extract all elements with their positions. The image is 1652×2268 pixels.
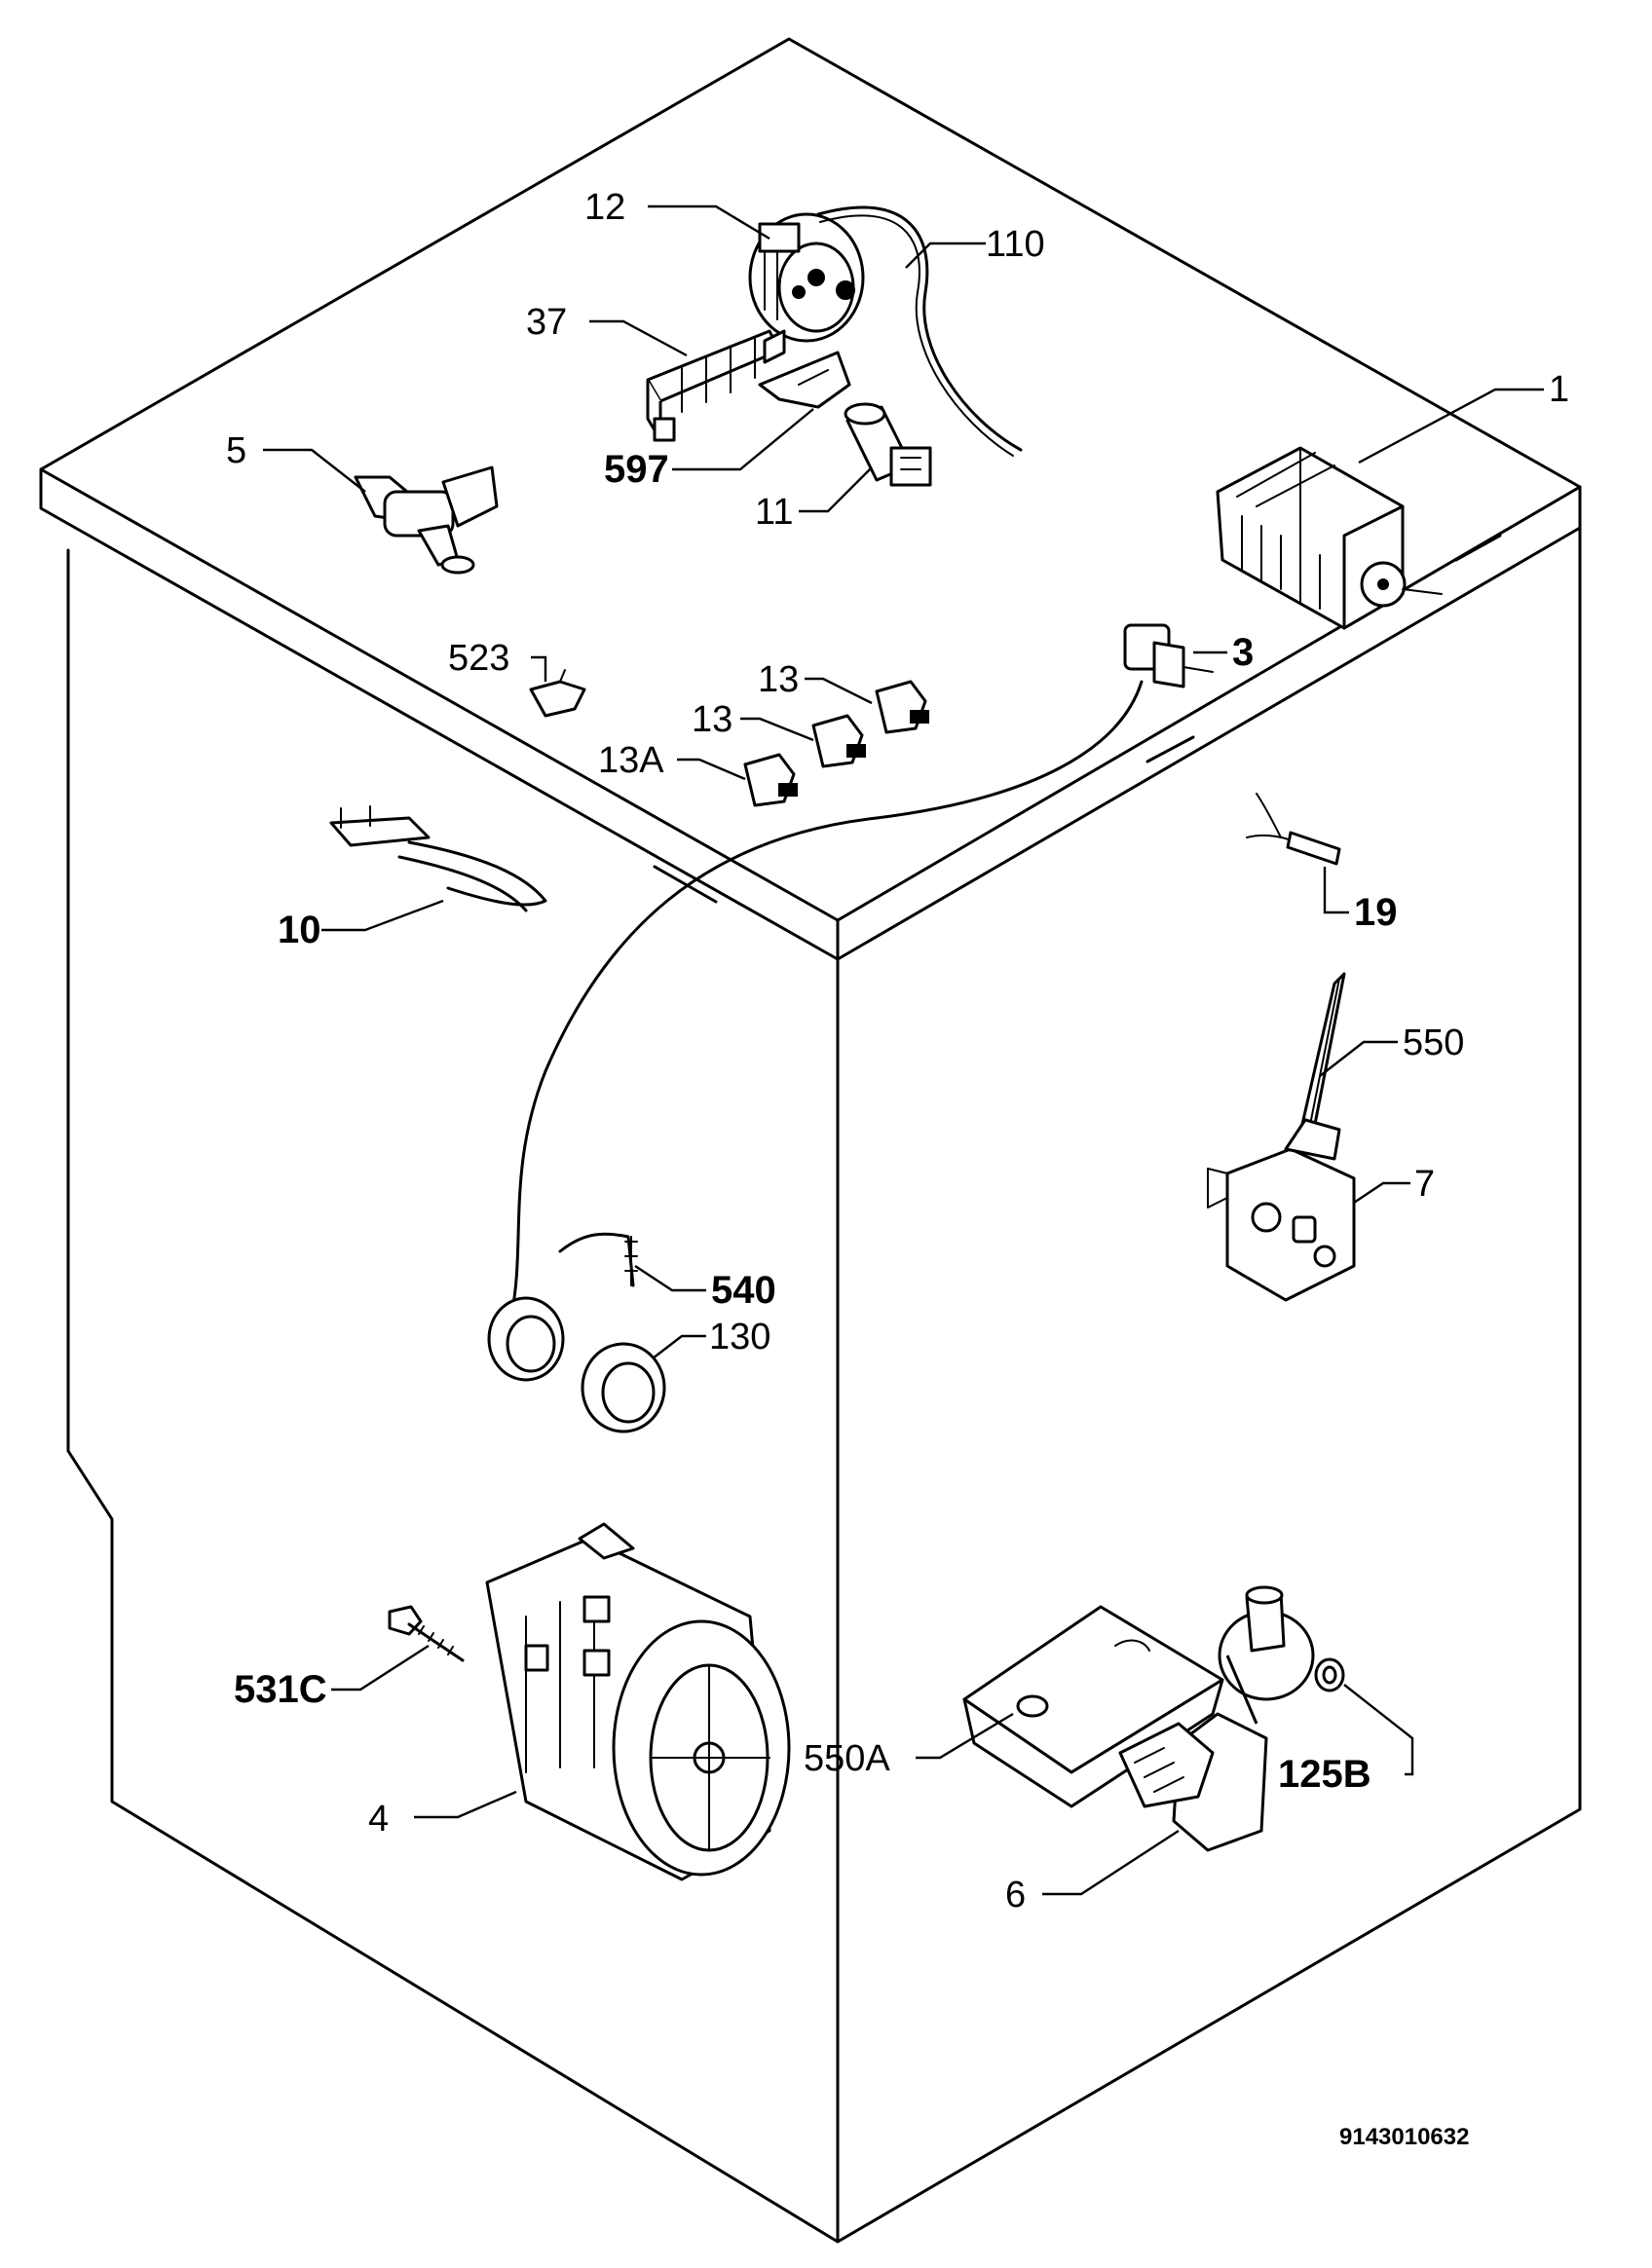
terminal-block-part-37 — [646, 329, 786, 442]
cabinet-outline — [39, 37, 1582, 2244]
clip-part-523 — [529, 669, 586, 718]
cable-clip-part-540 — [558, 1232, 638, 1287]
label-13-upper: 13 — [758, 659, 799, 700]
programme-timer-part-1 — [1216, 446, 1443, 630]
label-1: 1 — [1549, 369, 1569, 410]
label-130: 130 — [709, 1317, 770, 1357]
label-523: 523 — [448, 638, 509, 679]
label-13A: 13A — [598, 740, 664, 781]
label-7: 7 — [1414, 1164, 1435, 1205]
label-6: 6 — [1005, 1875, 1026, 1915]
label-37: 37 — [526, 302, 567, 343]
pump-cover-part-550A — [962, 1605, 1224, 1808]
diagram-code: 9143010632 — [1339, 2124, 1469, 2150]
label-550A: 550A — [804, 1738, 890, 1779]
label-531C: 531C — [234, 1668, 327, 1711]
label-550: 550 — [1403, 1022, 1464, 1063]
label-597: 597 — [604, 448, 669, 491]
label-3: 3 — [1232, 631, 1254, 674]
door-lock-part-7 — [1207, 1118, 1356, 1302]
part-labels: 12 110 37 1 597 5 11 3 523 13 13 13A 19 … — [226, 187, 1569, 1915]
seal-part-125B — [1314, 1657, 1345, 1692]
connector-part-13A — [743, 753, 798, 807]
label-110: 110 — [986, 224, 1045, 265]
switch-part-3 — [509, 623, 1214, 1317]
label-11: 11 — [755, 492, 793, 533]
valve-part-5 — [354, 465, 499, 575]
label-10: 10 — [278, 909, 321, 951]
label-125B: 125B — [1278, 1753, 1371, 1796]
drain-pump-part-6 — [1118, 1585, 1315, 1852]
capacitor-part-11 — [844, 402, 932, 487]
hose-part-110 — [816, 205, 1023, 457]
label-12: 12 — [584, 187, 625, 228]
leader-lines — [263, 204, 1544, 1896]
label-4: 4 — [368, 1799, 389, 1840]
label-5: 5 — [226, 430, 246, 471]
pressure-switch-part-12 — [748, 212, 865, 343]
label-540: 540 — [711, 1269, 776, 1312]
heating-element-part-10 — [329, 805, 547, 912]
label-19: 19 — [1354, 891, 1398, 934]
bracket-part-597 — [758, 351, 851, 409]
connector-part-13-upper — [875, 680, 929, 734]
screw-part-531C — [388, 1605, 465, 1662]
grommet-part-130 — [487, 1296, 666, 1433]
sensor-part-19 — [1246, 793, 1341, 866]
label-13-lower: 13 — [692, 699, 732, 740]
motor-part-4 — [485, 1522, 791, 1881]
connector-part-13-lower — [811, 714, 866, 768]
